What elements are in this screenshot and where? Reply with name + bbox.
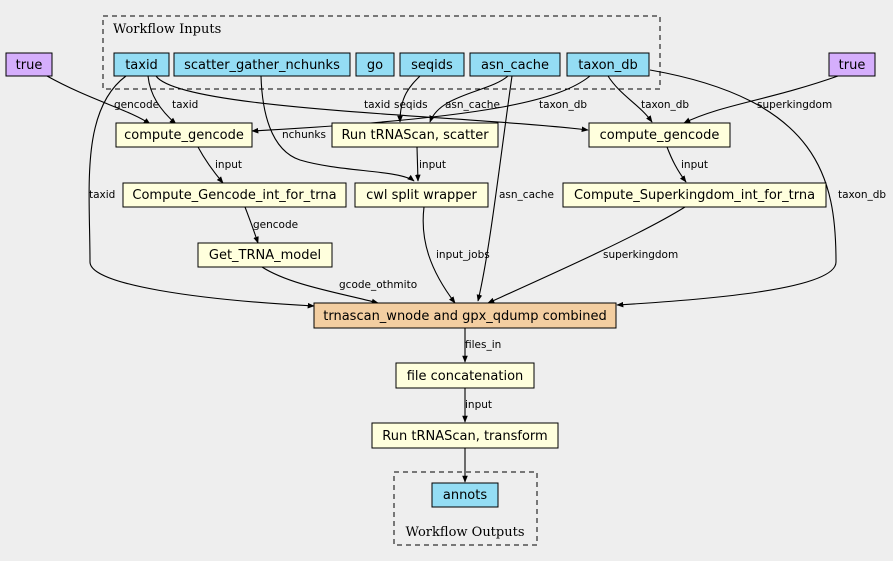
edge-trna-model-to-combined [261,266,379,305]
node-asn-cache[interactable]: asn_cache [469,52,561,77]
node-label: Get_TRNA_model [209,248,321,263]
edge-label-gcode-othmito: gcode_othmito [339,279,417,291]
node-label: compute_gencode [124,128,244,143]
edge-taxid-to-compute-gencode-right [155,75,589,133]
node-taxon-db[interactable]: taxon_db [566,52,650,77]
node-label: annots [443,488,487,503]
edge-label-superkingdom: superkingdom [603,249,678,261]
workflow-inputs-label: Workflow Inputs [113,22,221,37]
edge-label-input: input [681,159,708,171]
edge-labels: gencode taxid taxid seqids asn_cache tax… [89,99,886,411]
node-taxid[interactable]: taxid [113,52,170,77]
node-label: seqids [411,58,453,73]
edge-label-asn-cache: asn_cache [445,99,500,111]
node-compute-gencode-int[interactable]: Compute_Gencode_int_for_trna [122,182,347,208]
edge-cwl-split-to-combined [422,206,456,304]
edge-taxid-to-compute-gencode-left [147,75,177,125]
node-file-concatenation[interactable]: file concatenation [395,362,535,389]
edge-label-taxid: taxid [172,99,198,111]
node-label: compute_gencode [600,128,720,143]
node-label: scatter_gather_nchunks [184,58,340,73]
edge-asn-cache-to-run-scatter [429,75,509,123]
edge-label-input-jobs: input_jobs [436,249,490,261]
node-label: trnascan_wnode and gpx_qdump combined [323,309,606,324]
node-annots[interactable]: annots [431,482,499,508]
edge-label-input: input [419,159,446,171]
edge-superkingdom-int-to-combined [487,206,686,304]
edge-asn-cache-to-combined [476,75,513,302]
node-label: Run tRNAScan, scatter [341,128,489,143]
node-label: taxid [125,58,158,73]
edge-nchunks-to-cwl-split [260,75,415,182]
node-label: go [367,58,383,73]
edge-label-taxid: taxid [89,189,115,201]
node-go[interactable]: go [355,52,395,77]
node-true-right[interactable]: true [828,52,876,77]
node-label: Compute_Gencode_int_for_trna [132,188,336,203]
node-combined[interactable]: trnascan_wnode and gpx_qdump combined [313,302,617,329]
nodes: true true taxid scatter_gather_nchunks g… [5,52,876,508]
node-label: true [16,58,43,73]
edge-gencode-int-to-trna-model [244,206,259,244]
edge-compute-gencode-right-to-superkingdom-int [666,146,687,183]
edge-label-taxid: taxid [364,99,390,111]
edge-label-nchunks: nchunks [282,129,326,141]
edge-seqids-to-run-scatter [397,75,421,123]
node-label: taxon_db [578,58,638,73]
node-compute-gencode-left[interactable]: compute_gencode [115,122,253,148]
edge-label-files-in: files_in [465,339,501,351]
node-scatter-gather-nchunks[interactable]: scatter_gather_nchunks [173,52,351,77]
edge-compute-gencode-left-to-int [197,146,224,184]
node-label: cwl split wrapper [366,188,477,203]
edge-true-to-compute-gencode-right [683,75,839,124]
edge-taxon-db-to-compute-gencode-right [607,75,653,123]
node-label: Run tRNAScan, transform [382,429,547,444]
edge-taxid-to-combined [88,75,315,309]
edge-true-to-compute-gencode-left [46,75,151,125]
node-label: true [839,58,866,73]
node-label: Compute_Superkingdom_int_for_trna [574,188,815,203]
workflow-outputs-label: Workflow Outputs [406,525,525,540]
edges [46,69,839,483]
node-run-trnascan-transform[interactable]: Run tRNAScan, transform [371,422,559,449]
node-label: file concatenation [407,369,524,384]
node-compute-superkingdom-int[interactable]: Compute_Superkingdom_int_for_trna [562,182,827,208]
edge-label-input: input [215,159,242,171]
node-compute-gencode-right[interactable]: compute_gencode [588,122,731,148]
node-seqids[interactable]: seqids [399,52,465,77]
edge-label-taxon-db: taxon_db [539,99,587,111]
edge-label-taxon-db: taxon_db [838,189,886,201]
edge-label-gencode: gencode [114,99,159,111]
node-get-trna-model[interactable]: Get_TRNA_model [197,242,333,268]
edge-label-taxon-db: taxon_db [641,99,689,111]
edge-label-asn-cache: asn_cache [499,189,554,201]
edge-run-scatter-to-cwl-split [415,146,421,182]
edge-label-superkingdom: superkingdom [757,99,832,111]
edge-label-seqids: seqids [394,99,428,111]
workflow-outputs-cluster: Workflow Outputs [393,471,538,546]
edge-label-input: input [465,399,492,411]
edge-label-gencode: gencode [253,219,298,231]
node-run-trnascan-scatter[interactable]: Run tRNAScan, scatter [331,122,499,148]
edge-taxon-db-to-combined [616,69,837,308]
node-true-left[interactable]: true [5,52,53,77]
node-label: asn_cache [481,58,549,73]
node-cwl-split-wrapper[interactable]: cwl split wrapper [354,182,489,208]
workflow-inputs-cluster: Workflow Inputs [102,15,661,90]
